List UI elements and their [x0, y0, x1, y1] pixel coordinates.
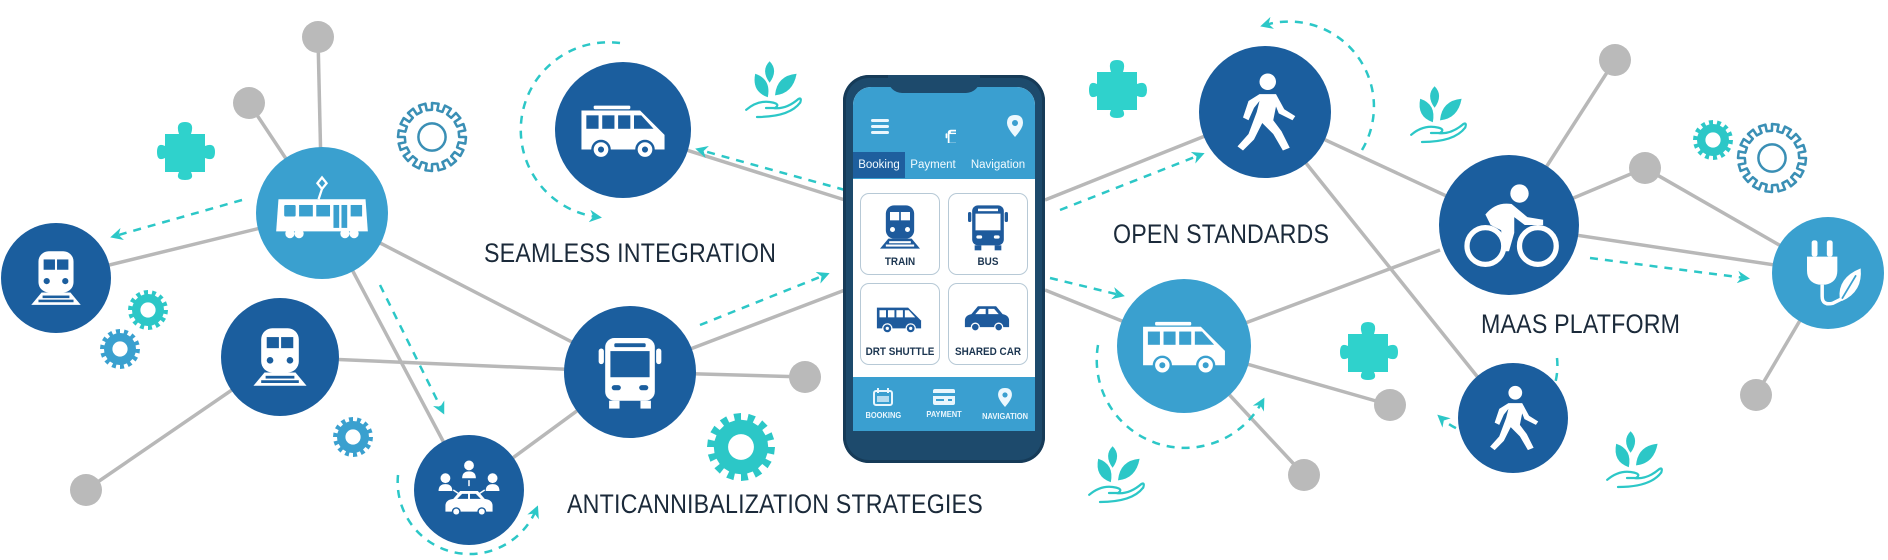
shuttle-van-icon: [876, 307, 922, 334]
mode-grid: TRAIN BUS DRT SHUTTLE SHARED CAR: [860, 193, 1030, 369]
puzzle-piece-icon: [157, 122, 215, 180]
node-bike: [1439, 155, 1579, 295]
tab-payment[interactable]: Payment: [910, 159, 956, 171]
card-label: DRT SHUTTLE: [865, 346, 935, 358]
puzzle-piece-icon: [1340, 322, 1398, 380]
seamless-integration-label: SEAMLESS INTEGRATION: [484, 238, 777, 268]
transport-nodes: [1, 46, 1884, 545]
nav-label: NAVIGATION: [981, 410, 1028, 421]
node-ev-plug: [1772, 217, 1884, 329]
calendar-icon: [873, 388, 894, 406]
nav-label: BOOKING: [865, 410, 902, 420]
bus-icon: [968, 205, 1008, 251]
endpoint-dot: [1288, 459, 1320, 491]
smartphone-mockup: Booking Payment Navigation TRAIN BUS DRT…: [843, 75, 1045, 463]
location-pin-icon[interactable]: [1007, 115, 1023, 137]
endpoint-dot: [1374, 389, 1406, 421]
node-bus: [564, 306, 696, 438]
dashed-arrow: [378, 284, 445, 415]
node-carpool: [414, 435, 524, 545]
dashed-arrow: [110, 198, 243, 240]
dashed-arrow: [1059, 151, 1205, 212]
endpoint-dot: [233, 87, 265, 119]
dashed-flow-arrows: [110, 16, 1750, 556]
decorations: [100, 60, 1808, 504]
card-train[interactable]: TRAIN: [860, 193, 940, 275]
phone-screen: Booking Payment Navigation TRAIN BUS DRT…: [853, 87, 1035, 431]
card-shared-car[interactable]: SHARED CAR: [948, 283, 1028, 365]
car-icon: [964, 306, 1010, 332]
gear-outline-icon: [396, 101, 468, 173]
dashed-cycle-arrow: [519, 41, 621, 223]
location-pin-icon: [997, 387, 1012, 407]
card-label: TRAIN: [884, 256, 916, 268]
tab-booking[interactable]: Booking: [853, 152, 905, 178]
nav-payment[interactable]: PAYMENT: [914, 377, 975, 431]
nav-navigation[interactable]: NAVIGATION: [974, 377, 1035, 431]
bus-icon: [930, 113, 956, 143]
endpoint-dot: [789, 361, 821, 393]
gear-icon: [128, 290, 168, 330]
node-walker-bottom: [1458, 363, 1568, 473]
gear-outline-icon: [1736, 122, 1808, 194]
endpoint-dots: [70, 21, 1772, 506]
node-train-left: [1, 223, 111, 333]
menu-icon[interactable]: [871, 119, 889, 134]
phone-notch: [888, 75, 980, 93]
node-walker-top: [1199, 46, 1331, 178]
node-van-top: [555, 62, 691, 198]
puzzle-piece-icon: [1089, 60, 1147, 118]
nav-label: PAYMENT: [926, 409, 962, 419]
endpoint-dot: [1599, 44, 1631, 76]
gear-icon: [707, 413, 775, 481]
node-van-right: [1117, 279, 1251, 413]
dashed-arrow: [1049, 276, 1125, 300]
card-label: SHARED CAR: [954, 346, 1022, 358]
open-standards-label: OPEN STANDARDS: [1113, 219, 1330, 249]
card-bus[interactable]: BUS: [948, 193, 1028, 275]
dashed-cycle-arrow: [1095, 344, 1265, 450]
card-label: BUS: [977, 256, 999, 268]
dashed-arrow: [695, 145, 846, 192]
leaf-hand-icon: [1410, 85, 1467, 144]
gear-icon: [100, 329, 140, 369]
card-drt-shuttle[interactable]: DRT SHUTTLE: [860, 283, 940, 365]
train-icon: [880, 205, 920, 249]
dashed-arrow: [1589, 256, 1750, 284]
endpoint-dot: [302, 21, 334, 53]
bus-icon: [598, 338, 662, 409]
app-header: Booking Payment Navigation: [853, 87, 1035, 179]
leaf-hand-icon: [745, 60, 802, 119]
endpoint-dot: [1629, 152, 1661, 184]
nav-booking[interactable]: BOOKING: [853, 377, 914, 431]
dashed-arrow: [699, 271, 830, 327]
leaf-hand-icon: [1606, 430, 1663, 489]
bottom-nav: BOOKING PAYMENT NAVIGATION: [853, 377, 1035, 431]
node-train-mid: [221, 298, 339, 416]
credit-card-icon: [933, 389, 955, 405]
maas-platform-label: MAAS PLATFORM: [1481, 309, 1681, 339]
app-tabs: Booking Payment Navigation: [853, 152, 1035, 178]
node-tram: [256, 147, 388, 279]
tab-navigation[interactable]: Navigation: [970, 159, 1026, 171]
gear-icon: [1693, 120, 1733, 160]
endpoint-dot: [70, 474, 102, 506]
anticannibalization-label: ANTICANNIBALIZATION STRATEGIES: [567, 489, 983, 519]
gear-icon: [333, 417, 373, 457]
leaf-hand-icon: [1088, 445, 1145, 504]
endpoint-dot: [1740, 379, 1772, 411]
